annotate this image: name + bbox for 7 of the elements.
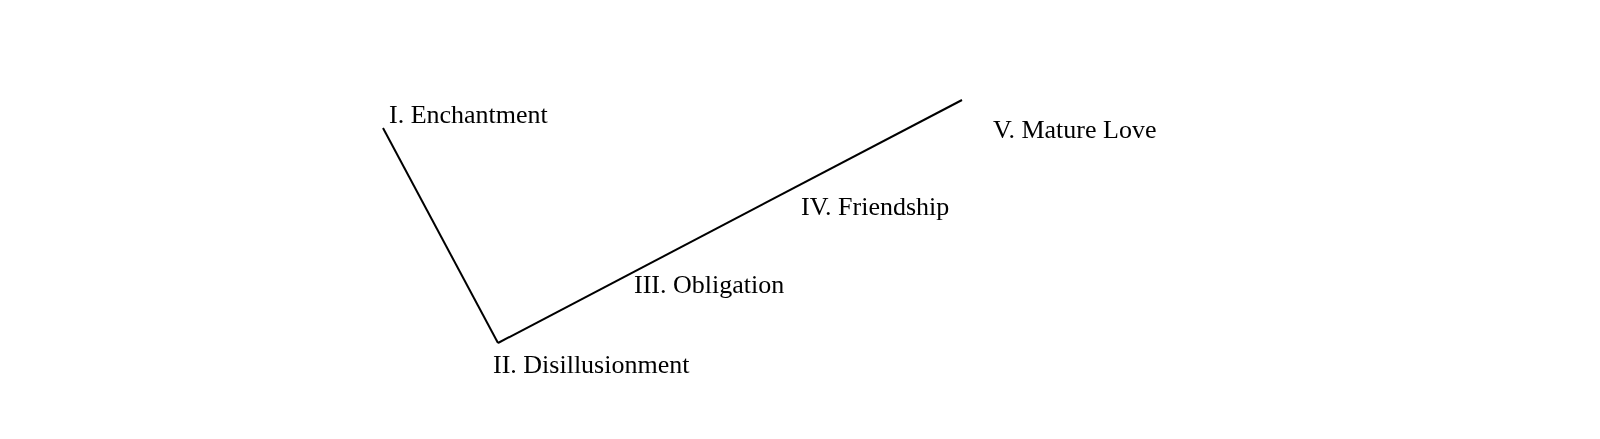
stage-label: IV. Friendship (801, 192, 950, 222)
line-segment (497, 99, 963, 344)
stage-label: III. Obligation (634, 270, 785, 300)
stage-label: II. Disillusionment (493, 343, 690, 380)
stage-label: V. Mature Love (962, 100, 1157, 145)
stage-label: I. Enchantment (383, 100, 548, 130)
line-segment (382, 127, 499, 344)
